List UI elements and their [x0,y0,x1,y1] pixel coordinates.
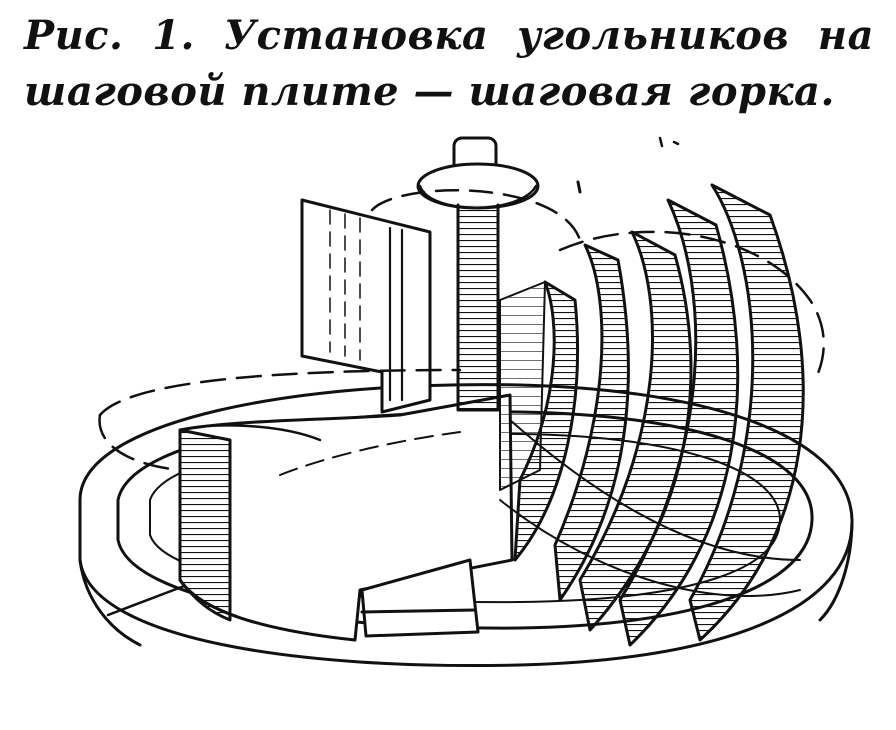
mark-top [658,136,680,148]
step-block [360,558,480,638]
angle-plates-group [499,183,805,647]
caption-line-2: шаговой плите — шаговая горка. [24,68,835,115]
figure-caption: Рис. 1. Установка угольников на шаговой … [24,8,874,120]
angle-plate-4 [618,198,740,647]
rotation-arc-top [370,189,582,242]
angle-plate-1 [513,280,579,562]
pillar-shaft [456,203,500,412]
step-plate-illustration [0,120,896,730]
rotation-arc-left [98,413,182,472]
caption-line-1: Рис. 1. Установка угольников на [24,12,874,59]
illustration-svg [78,136,854,668]
angle-plate-5 [688,183,805,642]
back-panel [300,198,432,414]
mark-tick [576,180,582,194]
angle-plate-2 [553,243,630,602]
angle-plate-3 [578,230,693,632]
rotation-arc-mid [98,368,462,417]
plate-thickness [78,518,854,647]
